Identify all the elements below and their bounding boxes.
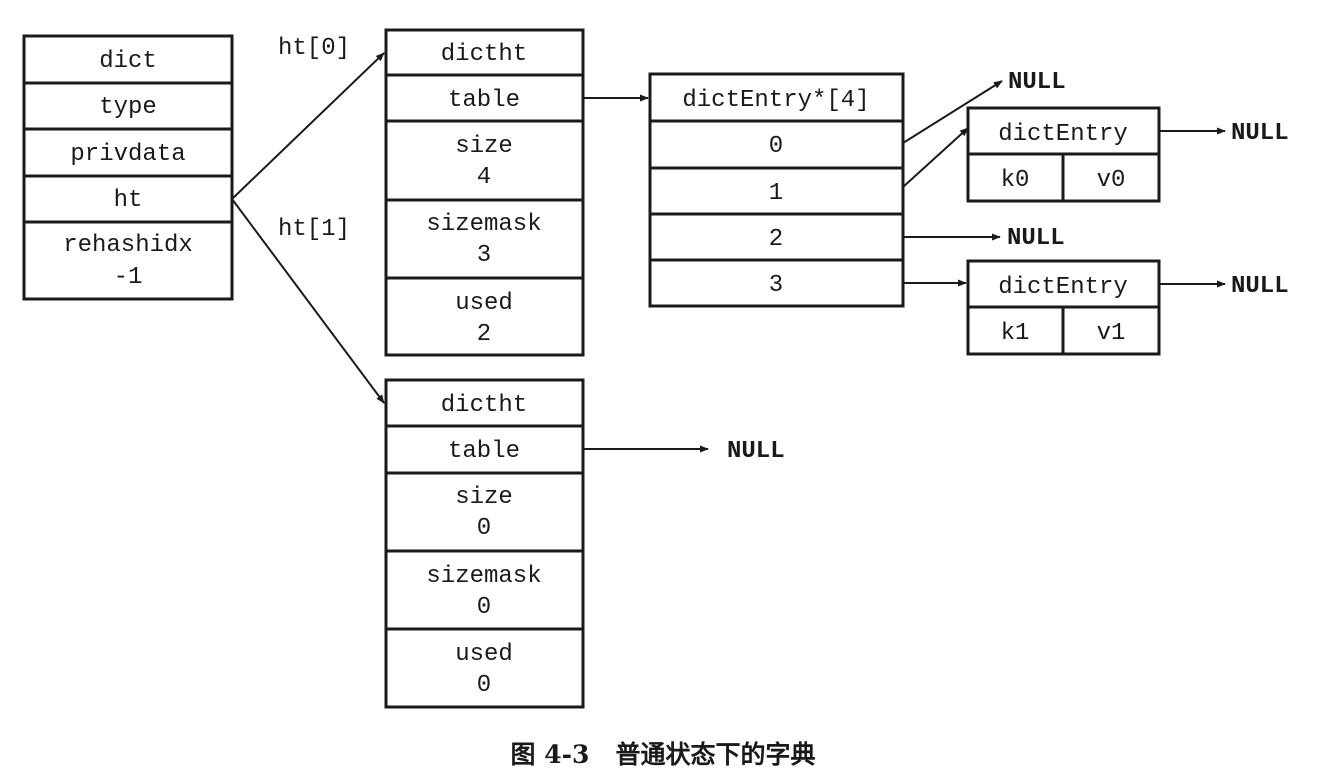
ht0-size-label: size xyxy=(455,133,513,160)
entry-k0-key: k0 xyxy=(1001,167,1030,194)
entry-k1-key: k1 xyxy=(1001,320,1030,347)
ht1-header: dictht xyxy=(441,392,527,419)
entry-k1-next-null: NULL xyxy=(1231,273,1289,300)
ht1-used-label: used xyxy=(455,641,513,668)
entry-k0-next-null: NULL xyxy=(1231,120,1289,147)
ht0-table-field: table xyxy=(448,87,520,114)
bucket-array: dictEntry*[4] 0 1 2 3 xyxy=(648,72,905,308)
bucket1-arrow xyxy=(902,127,969,188)
ht1-dictht: dictht table size 0 sizemask 0 used 0 xyxy=(384,378,585,709)
ht1-table-null: NULL xyxy=(727,438,785,465)
dict-struct: dict type privdata ht rehashidx -1 xyxy=(22,34,234,301)
bucket0-arrow xyxy=(902,80,1003,144)
dict-rehashidx-value: -1 xyxy=(114,264,143,291)
ht1-used-value: 0 xyxy=(477,672,491,699)
ht0-header: dictht xyxy=(441,41,527,68)
bucket-array-header: dictEntry*[4] xyxy=(682,87,869,114)
ht1-table-field: table xyxy=(448,438,520,465)
ht1-sizemask-label: sizemask xyxy=(426,563,541,590)
bucket-index-0: 0 xyxy=(769,133,783,160)
ht1-size-label: size xyxy=(455,484,513,511)
ht0-pointer-arrow xyxy=(231,52,385,200)
dict-field-privdata: privdata xyxy=(70,141,185,168)
ht0-dictht: dictht table size 4 sizemask 3 used 2 xyxy=(384,28,585,357)
entry-k0-value: v0 xyxy=(1097,167,1126,194)
dict-title: dict xyxy=(99,48,157,75)
bucket-index-3: 3 xyxy=(769,272,783,299)
ht0-sizemask-value: 3 xyxy=(477,242,491,269)
dict-entry-k1: dictEntry k1 v1 xyxy=(966,259,1161,356)
bucket2-null: NULL xyxy=(1007,225,1065,252)
ht1-sizemask-value: 0 xyxy=(477,594,491,621)
entry-k0-header: dictEntry xyxy=(998,121,1128,148)
bucket-index-2: 2 xyxy=(769,226,783,253)
dict-entry-k0: dictEntry k0 v0 xyxy=(966,106,1161,203)
dict-field-type: type xyxy=(99,94,157,121)
ht1-pointer-arrow xyxy=(231,198,385,404)
figure-caption: 图 4-3 普通状态下的字典 xyxy=(511,740,816,769)
bucket-index-1: 1 xyxy=(769,180,783,207)
ht0-label: ht[0] xyxy=(278,35,350,62)
entry-k1-header: dictEntry xyxy=(998,274,1128,301)
ht0-size-value: 4 xyxy=(477,164,491,191)
ht0-used-value: 2 xyxy=(477,321,491,348)
ht0-used-label: used xyxy=(455,290,513,317)
entry-k1-value: v1 xyxy=(1097,320,1126,347)
ht1-size-value: 0 xyxy=(477,515,491,542)
dict-field-ht: ht xyxy=(114,187,143,214)
bucket0-null: NULL xyxy=(1008,69,1066,96)
ht1-label: ht[1] xyxy=(278,216,350,243)
ht0-sizemask-label: sizemask xyxy=(426,211,541,238)
dict-field-rehashidx: rehashidx xyxy=(63,232,193,259)
